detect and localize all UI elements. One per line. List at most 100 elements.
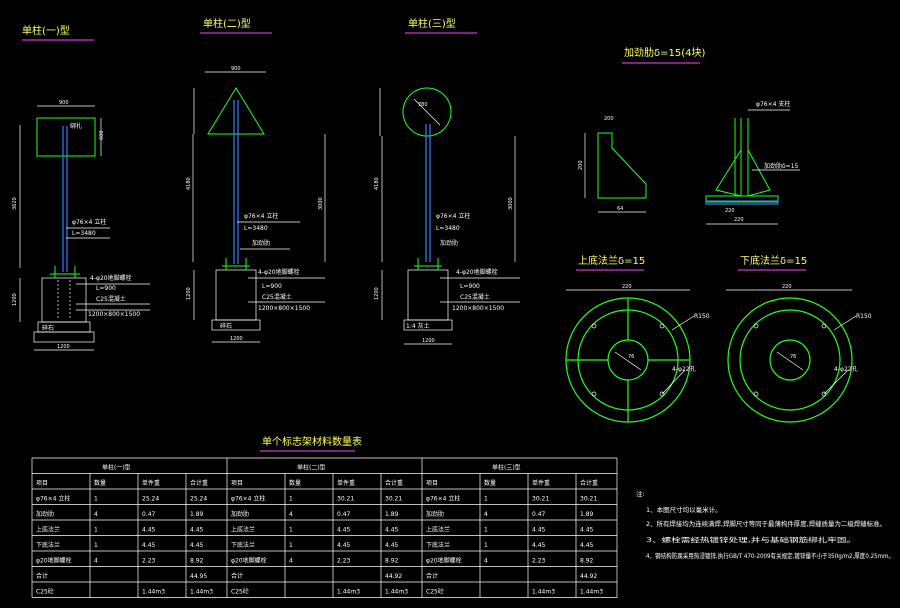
svg-text:1200: 1200 [12,293,18,306]
table-column-header: 单件重 [142,479,160,487]
table-cell: 4.45 [532,542,546,549]
table-cell: 4.45 [142,527,156,534]
table-cell: 加劲肋 [426,510,444,518]
sign-type3-drawing: 780 4180 3000 φ76×4 立柱 L=3480 加劲肋 1200 1… [374,87,520,345]
table-cell: 2.23 [142,558,156,565]
table-cell: 1.44m3 [337,589,360,596]
table-cell: 2.23 [337,558,351,565]
svg-text:L=3480: L=3480 [244,225,268,232]
circle-sign-panel [402,87,452,137]
table-cell: 4 [94,511,98,518]
table-cell: 1.89 [385,511,399,518]
table-cell: φ20地脚螺栓 [36,557,72,565]
svg-text:R150: R150 [694,313,710,320]
svg-text:1200: 1200 [57,344,70,350]
svg-text:76: 76 [628,354,634,360]
table-cell: 合计 [231,572,243,580]
table-cell: C25砼 [36,588,54,596]
table-cell: 1 [94,542,98,549]
table-cell: φ20地脚螺栓 [231,557,267,565]
table-cell: 4 [484,511,488,518]
table-cell: 25.24 [190,496,207,503]
svg-text:加劲肋δ=15: 加劲肋δ=15 [764,162,799,170]
table-column-header: 单件重 [337,479,355,487]
svg-text:1200: 1200 [422,338,435,344]
table-column-header: 数量 [289,479,301,487]
svg-text:L=900: L=900 [96,285,116,292]
table-cell: 4.45 [580,527,594,534]
table-cell: 30.21 [532,496,549,503]
table-cell: 8.92 [580,558,594,565]
table-cell: 加劲肋 [36,510,54,518]
table-cell: C25砼 [426,588,444,596]
table-cell: 4.45 [385,527,399,534]
table-cell: 1 [484,527,488,534]
svg-text:4-φ20地脚螺栓: 4-φ20地脚螺栓 [258,268,300,276]
svg-text:1200: 1200 [186,287,192,300]
svg-text:220: 220 [782,284,792,290]
svg-text:900: 900 [231,66,241,72]
svg-text:220: 220 [725,208,735,214]
svg-text:4180: 4180 [374,177,380,190]
svg-text:780: 780 [418,102,428,108]
svg-text:单柱(三)型: 单柱(三)型 [408,17,456,30]
title-type3: 单柱(三)型 [405,17,477,34]
table-cell: 1.44m3 [190,589,213,596]
table-cell: 44.92 [580,573,597,580]
table-cell: 1 [289,542,293,549]
table-cell: 0.47 [142,511,156,518]
svg-text:L=900: L=900 [460,283,480,290]
table-cell: 合计 [426,572,438,580]
table-cell: 4.45 [337,542,351,549]
table-column-header: 项目 [36,480,48,487]
stiffener-plate [597,132,647,199]
table-cell: 1 [289,496,293,503]
table-cell: 1.44m3 [532,589,555,596]
svg-text:4-φ22孔: 4-φ22孔 [672,365,696,373]
table-cell: φ76×4 立柱 [231,495,265,503]
svg-text:220: 220 [734,217,744,223]
table-cell: 4 [289,558,293,565]
svg-text:1200×800×1500: 1200×800×1500 [88,311,140,318]
table-cell: 1.44m3 [580,589,603,596]
table-cell: 下底法兰 [231,541,255,549]
table-cell: 1 [94,496,98,503]
lower-flange-drawing: 220 76 4-φ22孔 R150 [726,284,872,423]
svg-text:加劲肋: 加劲肋 [440,239,458,247]
svg-text:1200×800×1500: 1200×800×1500 [452,305,504,312]
svg-text:φ76×4 立柱: φ76×4 立柱 [436,212,470,220]
stiffener-detail: 200 64 200 φ76×4 支柱 加劲肋δ=15 220 220 [578,100,800,225]
notes: 注: 1、本图尺寸均以毫米计。 2、所有焊接均为连续满焊,焊脚尺寸等同于最薄构件… [636,489,894,560]
table-cell: 1.89 [190,511,204,518]
table-cell: 0.47 [532,511,546,518]
title-upper-flange: 上底法兰δ=15 [576,254,645,271]
table-cell: 4.45 [532,527,546,534]
title-type1: 单柱(一)型 [22,24,94,41]
svg-text:900: 900 [59,100,69,106]
table-cell: φ20地脚螺栓 [426,557,462,565]
note-3: 3、螺栓需经热镀锌处理,并与基础钢筋绑扎牢固。 [646,535,856,544]
svg-text:φ76×4 支柱: φ76×4 支柱 [756,100,790,108]
table-cell: 30.21 [337,496,354,503]
table-cell: φ76×4 立柱 [426,495,460,503]
svg-text:4180: 4180 [186,177,192,190]
svg-text:3620: 3620 [12,197,18,210]
svg-text:4-φ22孔: 4-φ22孔 [834,365,858,373]
svg-text:76: 76 [790,354,796,360]
note-1: 1、本图尺寸均以毫米计。 [646,505,722,514]
table-cell: 上底法兰 [426,526,450,534]
title-lower-flange: 下底法兰δ=15 [738,254,807,271]
table-cell: 下底法兰 [426,541,450,549]
table-cell: 8.92 [190,558,204,565]
table-column-header: 合计重 [190,479,208,487]
table-column-header: 数量 [484,479,496,487]
svg-text:φ76×4 立柱: φ76×4 立柱 [244,212,278,220]
svg-text:上底法兰δ=15: 上底法兰δ=15 [578,254,645,267]
table-cell: 0.47 [337,511,351,518]
title-stiffener: 加劲肋δ=15(4块) [622,46,705,64]
table-cell: 1 [94,527,98,534]
upper-flange-drawing: 220 76 4-φ22孔 R150 [565,284,710,423]
sign-type2-drawing: 900 4180 3000 φ76×4 立柱 L=3480 加劲肋 1200 碎… [186,66,326,343]
note-2: 2、所有焊接均为连续满焊,焊脚尺寸等同于最薄构件厚度,焊缝质量为二级焊缝标准。 [646,519,886,528]
